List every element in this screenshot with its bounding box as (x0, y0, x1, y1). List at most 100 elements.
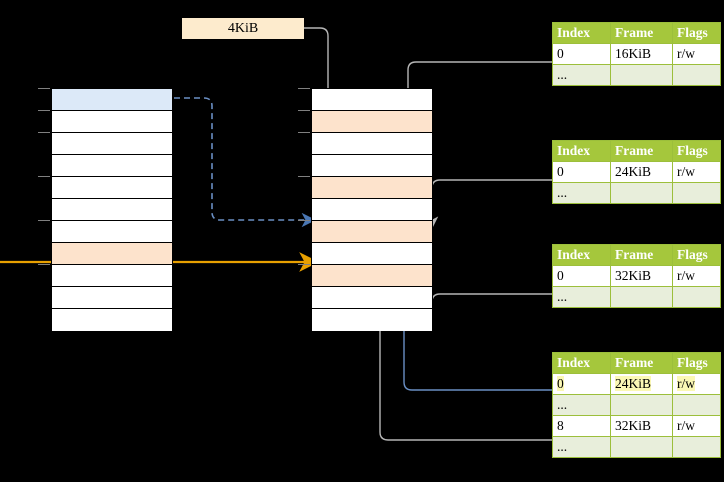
table-cell: ... (552, 286, 611, 308)
column-header: Index (552, 22, 611, 44)
column-header: Frame (610, 244, 673, 266)
table-cell (610, 394, 673, 416)
table-cell: 0 (552, 373, 611, 395)
column-header: Index (552, 352, 611, 374)
memory-cell (312, 243, 432, 265)
row-tick-mark (38, 176, 50, 177)
table-cell (672, 182, 721, 204)
row-tick-mark (298, 176, 310, 177)
highlighted-value: 0 (557, 376, 564, 391)
table-cell: ... (552, 64, 611, 86)
table-cell (610, 182, 673, 204)
memory-cell (52, 133, 172, 155)
row-tick-mark (38, 220, 50, 221)
highlighted-value: r/w (677, 376, 695, 391)
table-cell (672, 64, 721, 86)
table-cell: r/w (672, 415, 721, 437)
memory-cell (312, 89, 432, 111)
row-tick-mark (38, 132, 50, 133)
column-header: Frame (610, 22, 673, 44)
table-cell: ... (552, 436, 611, 458)
table-cell (610, 64, 673, 86)
highlighted-value: 24KiB (615, 376, 652, 391)
column-header: Frame (610, 352, 673, 374)
table-row: ... (552, 436, 721, 458)
table-cell (610, 286, 673, 308)
memory-cell (52, 221, 172, 243)
table-cell: r/w (672, 43, 721, 65)
row-tick-mark (298, 264, 310, 265)
table-cell: ... (552, 182, 611, 204)
table-cell: 0 (552, 265, 611, 287)
column-header: Frame (610, 140, 673, 162)
row-tick-mark (298, 132, 310, 133)
row-tick-mark (38, 264, 50, 265)
table-row: ... (552, 286, 721, 308)
memory-cell (312, 155, 432, 177)
table-cell: 0 (552, 161, 611, 183)
table-row: 0 24KiB r/w (552, 373, 721, 395)
memory-cell (312, 199, 432, 221)
page-size-label-text: 4KiB (227, 20, 259, 36)
page-size-label: 4KiB (182, 18, 304, 39)
table-cell (672, 286, 721, 308)
memory-cell (312, 265, 432, 287)
table-cell: 16KiB (610, 43, 673, 65)
memory-cell (52, 89, 172, 111)
memory-cell (52, 287, 172, 309)
column-header: Index (552, 140, 611, 162)
memory-cell (312, 133, 432, 155)
table-cell (672, 436, 721, 458)
column-header: Index (552, 244, 611, 266)
row-tick-mark (38, 88, 50, 89)
table-cell: 24KiB (610, 373, 673, 395)
row-tick-mark (298, 220, 310, 221)
column-header: Flags (672, 352, 721, 374)
row-tick-mark (38, 110, 50, 111)
table-cell: 8 (552, 415, 611, 437)
table-cell: r/w (672, 265, 721, 287)
column-header: Flags (672, 244, 721, 266)
table-row: ... (552, 182, 721, 204)
memory-cell (52, 243, 172, 265)
memory-cell (312, 221, 432, 243)
wire-left-page-to-frame-dashed (174, 97, 316, 228)
wire-table2-to-frame (425, 179, 552, 229)
table-cell: r/w (672, 373, 721, 395)
memory-cell (52, 111, 172, 133)
table-cell: 32KiB (610, 415, 673, 437)
memory-cell (52, 199, 172, 221)
table-row: ... (552, 394, 721, 416)
column-header: Flags (672, 140, 721, 162)
table-cell: 32KiB (610, 265, 673, 287)
row-tick-mark (298, 110, 310, 111)
memory-cell (52, 309, 172, 331)
table-cell: ... (552, 394, 611, 416)
table-cell: r/w (672, 161, 721, 183)
table-row: ... (552, 64, 721, 86)
table-cell (610, 436, 673, 458)
memory-cell (312, 309, 432, 331)
column-header: Flags (672, 22, 721, 44)
memory-cell (312, 287, 432, 309)
memory-cell (312, 177, 432, 199)
table-cell: 24KiB (610, 161, 673, 183)
row-tick-mark (298, 88, 310, 89)
table-cell (672, 394, 721, 416)
memory-cell (312, 111, 432, 133)
physical-memory-column (311, 88, 433, 331)
memory-cell (52, 155, 172, 177)
